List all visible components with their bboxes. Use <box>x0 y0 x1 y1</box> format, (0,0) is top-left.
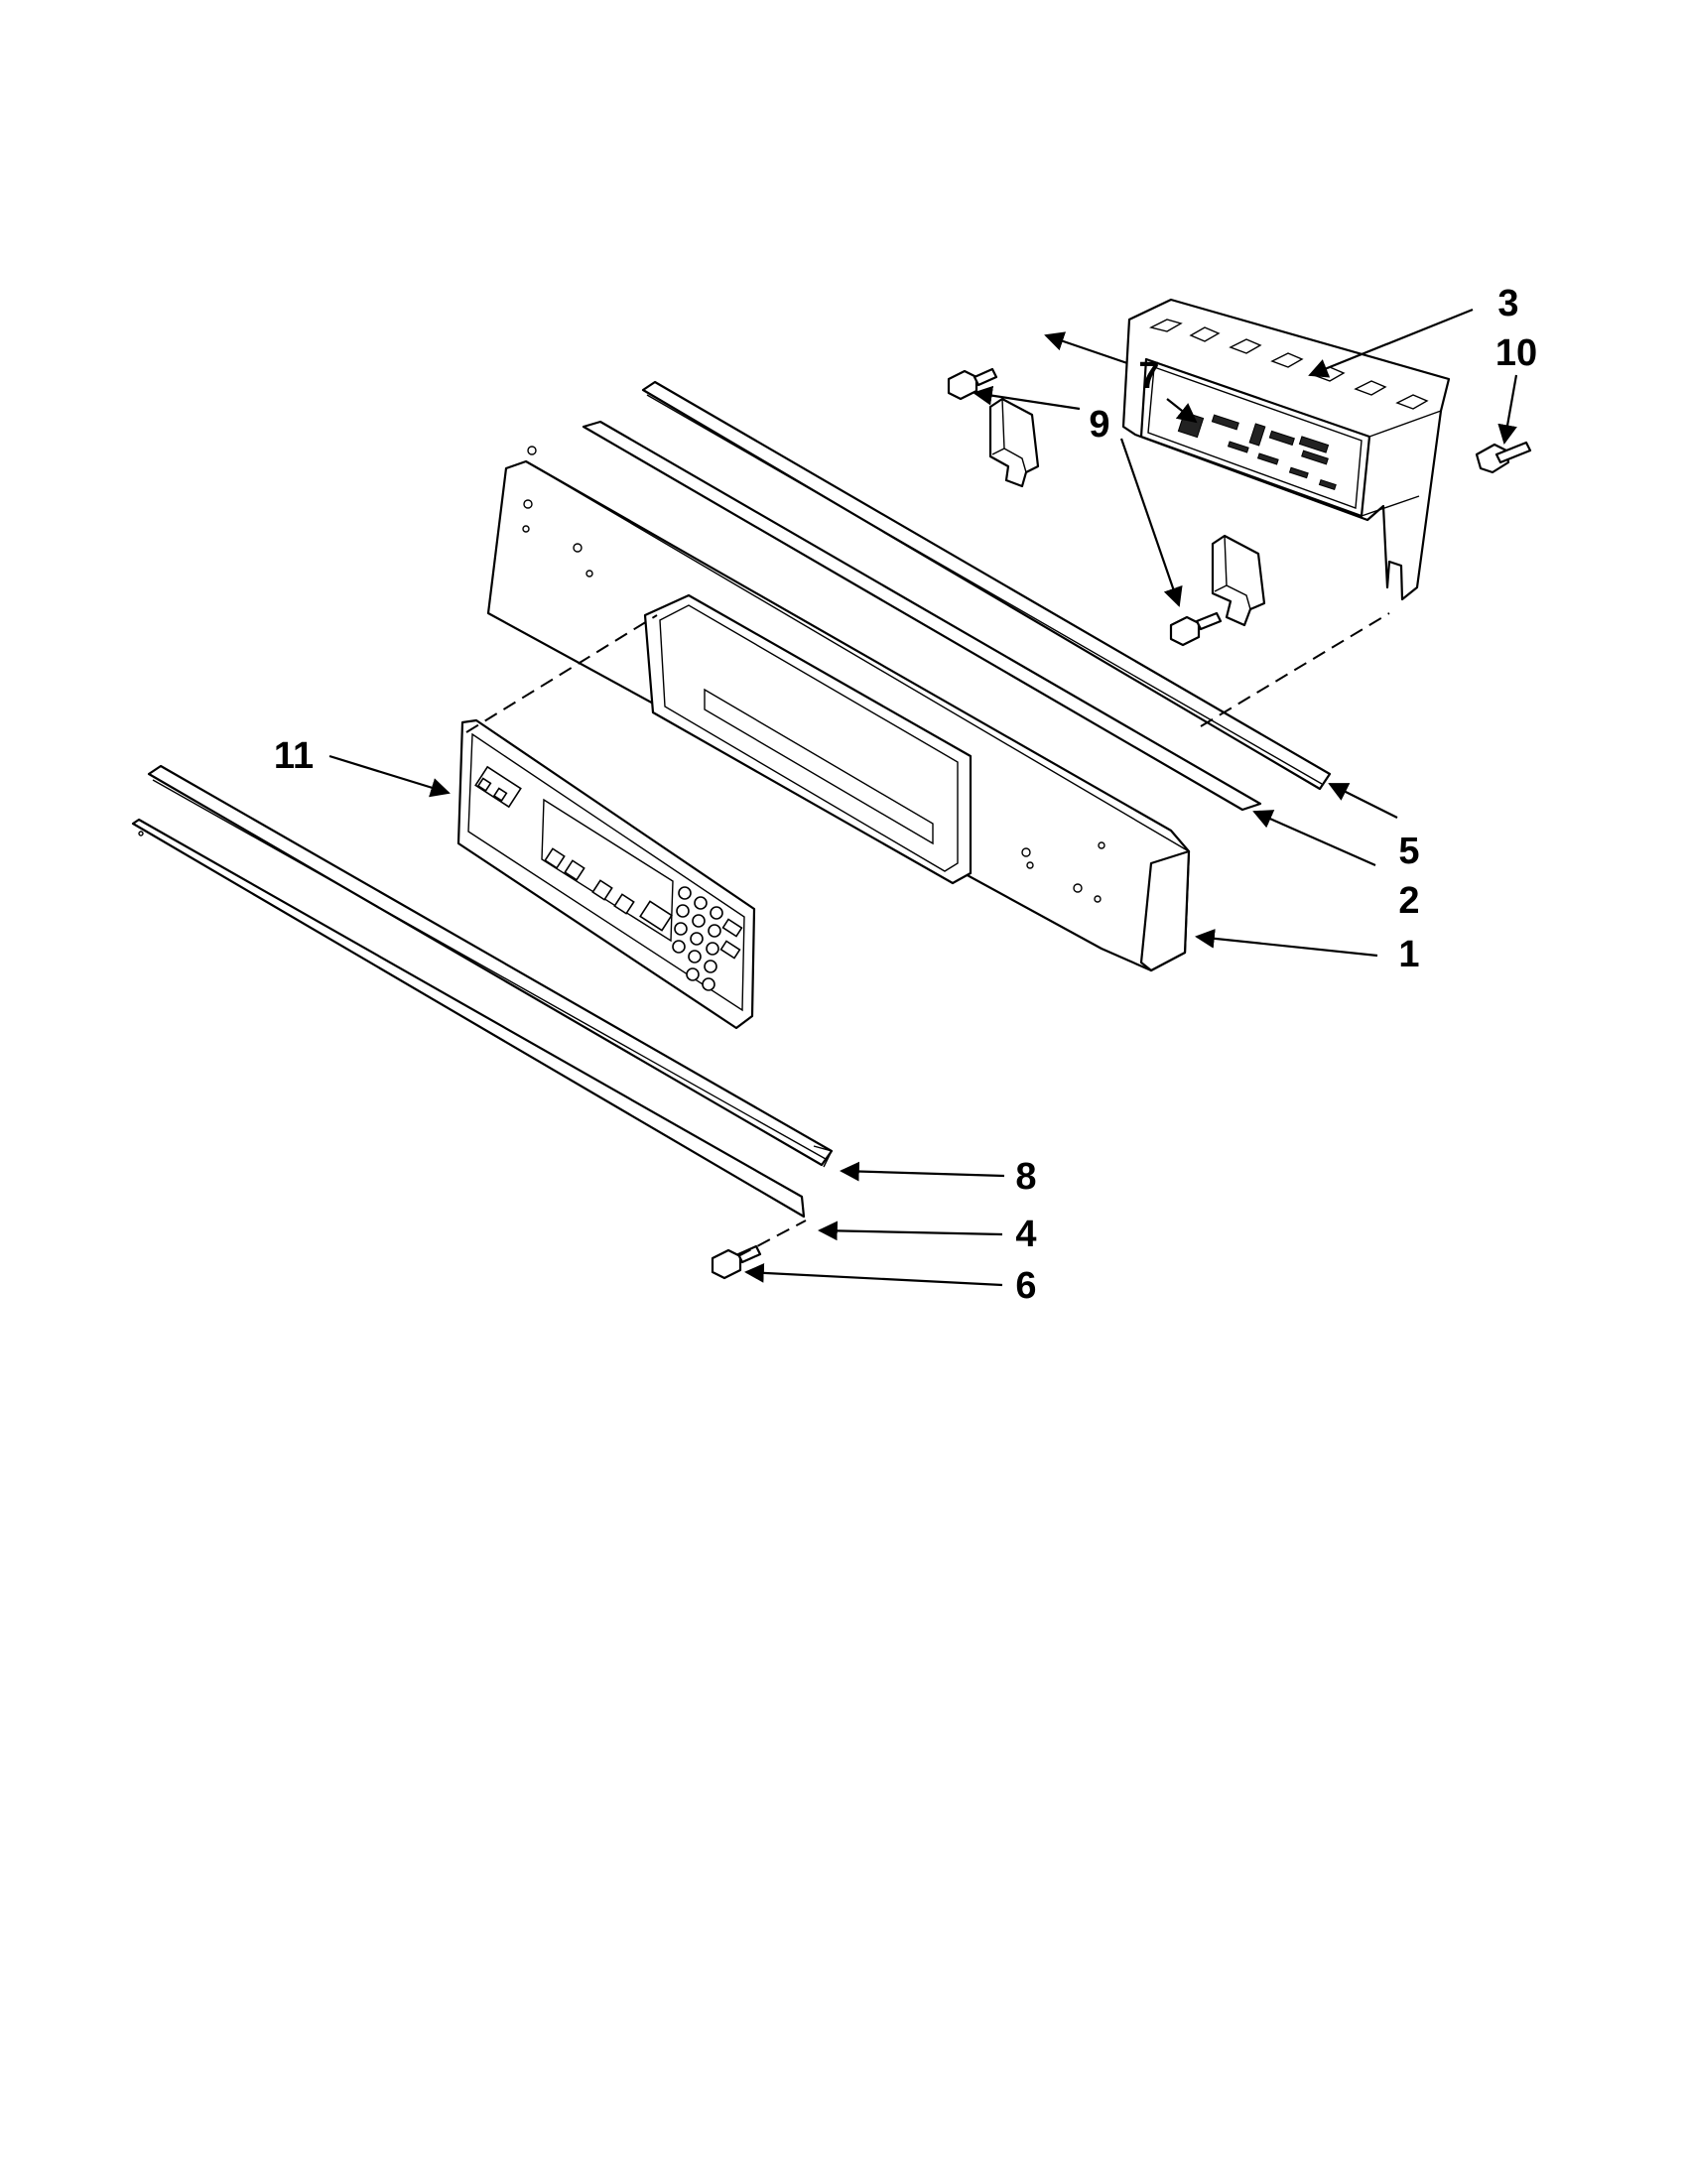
keypad-overlay-part-11 <box>456 718 756 1030</box>
callout-1: 1 <box>1398 934 1419 975</box>
trim-strip-part-8 <box>147 764 834 1168</box>
callout-5: 5 <box>1398 831 1419 872</box>
bracket-part-7-lower <box>1211 534 1266 627</box>
callout-4: 4 <box>1015 1214 1036 1255</box>
callout-7: 7 <box>1138 355 1159 397</box>
strip-part-4 <box>131 818 806 1219</box>
bracket-part-7-upper <box>988 397 1040 488</box>
callout-10: 10 <box>1495 332 1537 374</box>
callout-6: 6 <box>1015 1265 1036 1307</box>
control-board-part <box>1121 298 1451 601</box>
screw-part-10 <box>1475 441 1532 474</box>
callout-8: 8 <box>1015 1156 1036 1198</box>
screw-part-6 <box>711 1244 762 1280</box>
leader-arrows <box>328 308 1518 1287</box>
callout-2: 2 <box>1398 880 1419 922</box>
callout-11: 11 <box>274 735 314 777</box>
trim-strip-part-5 <box>641 380 1332 791</box>
screw-part-9-lower <box>1169 611 1223 647</box>
console-panel-part-1 <box>486 446 1191 972</box>
callout-9: 9 <box>1089 404 1109 446</box>
callout-3: 3 <box>1497 283 1518 324</box>
insulation-strip-part-2 <box>582 420 1262 812</box>
alignment-lines <box>465 612 1390 1257</box>
